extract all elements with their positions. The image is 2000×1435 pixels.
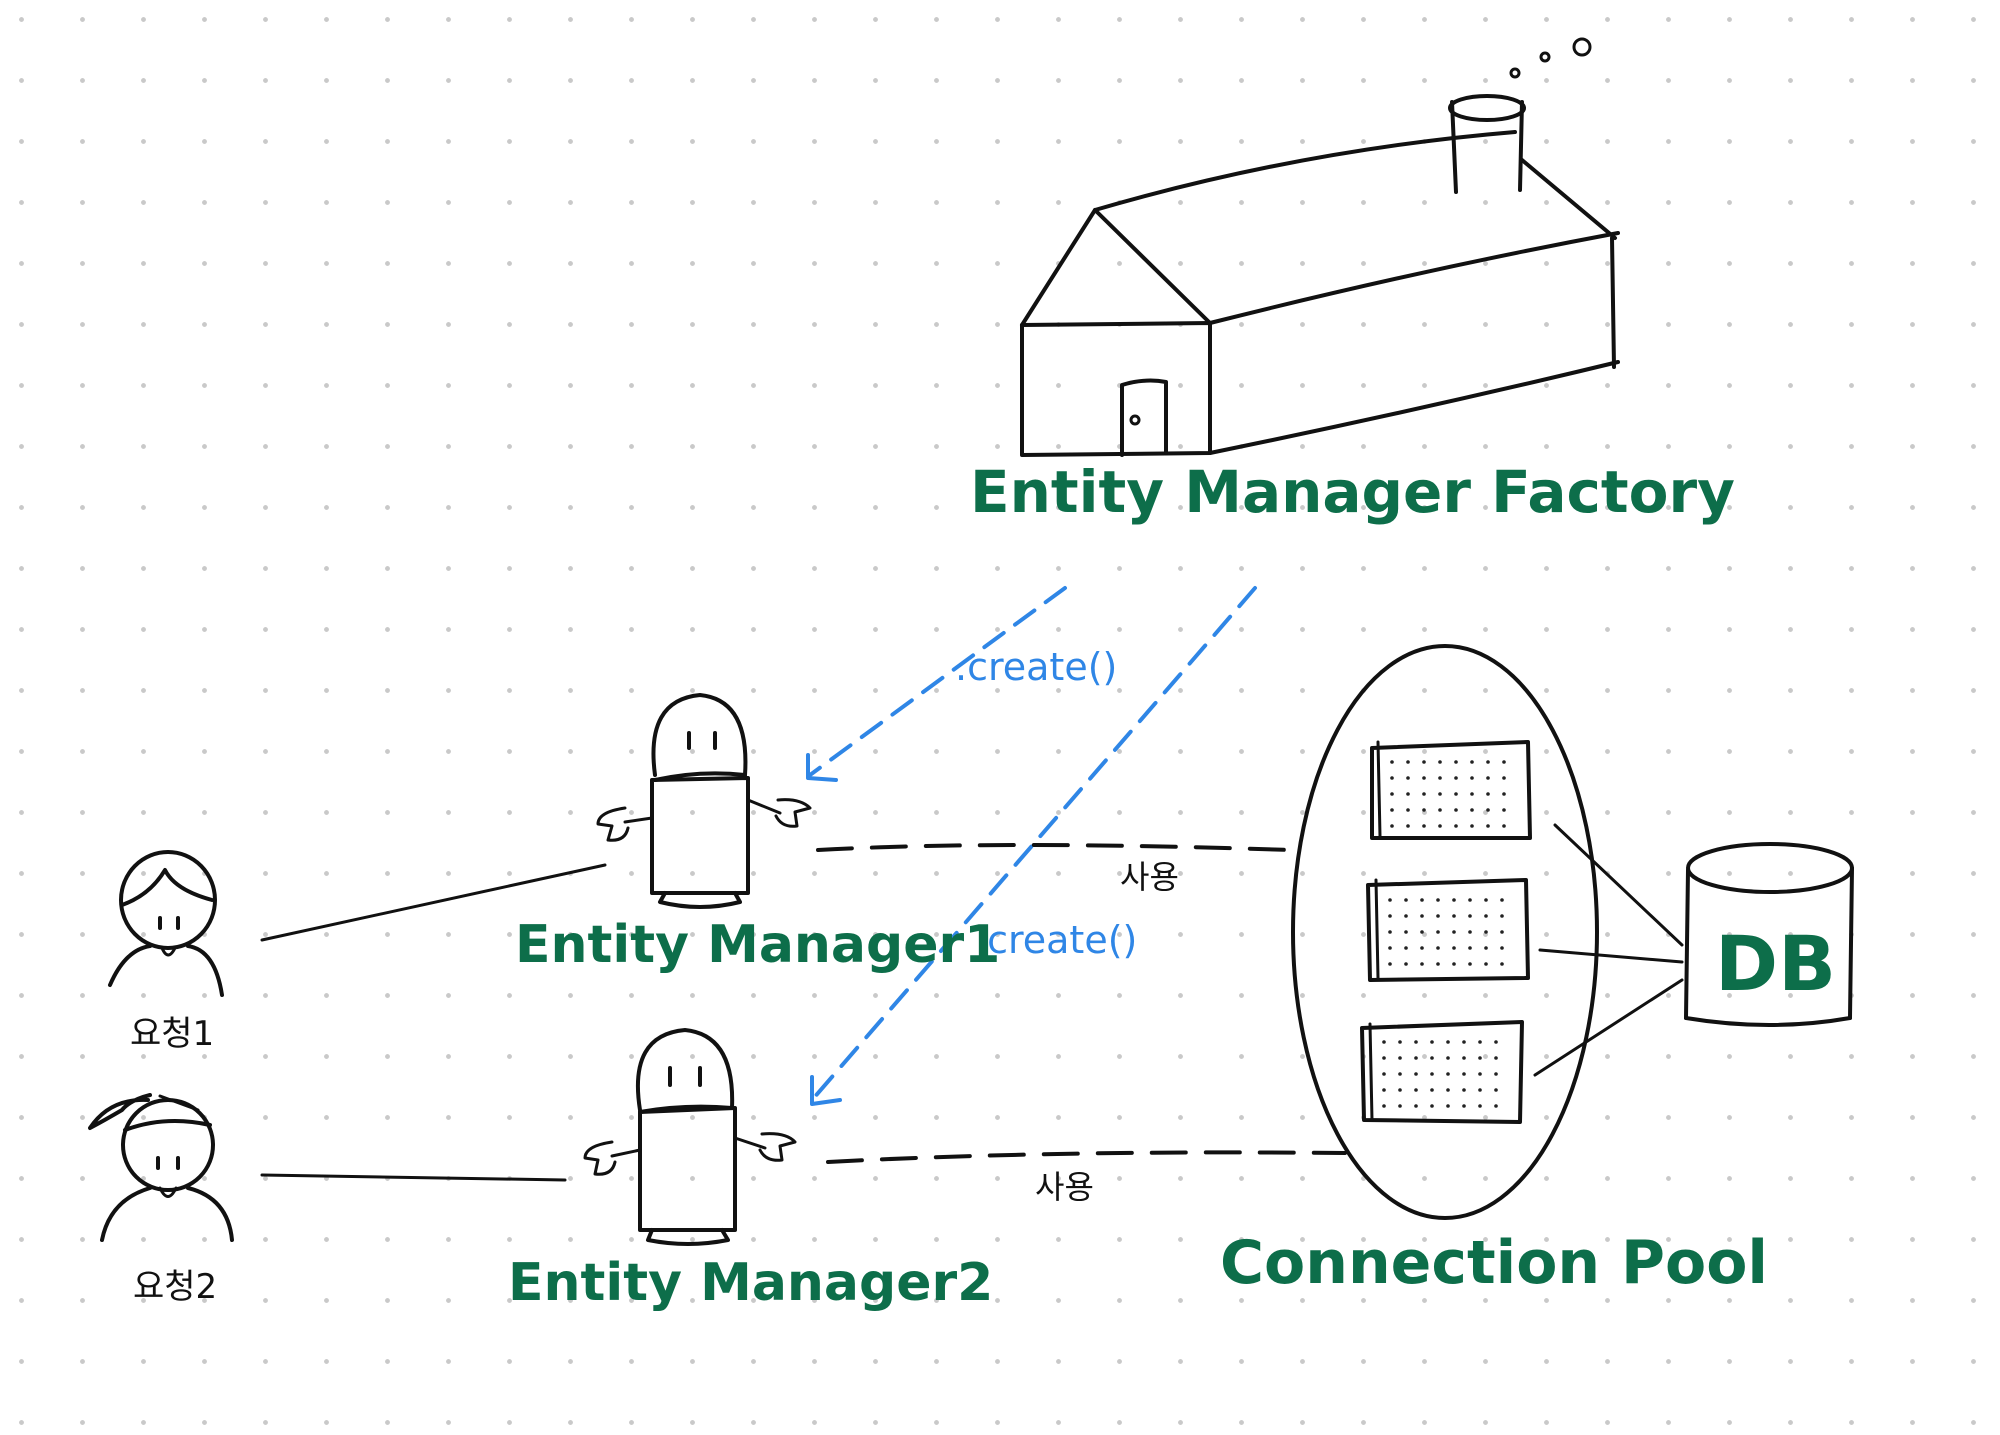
server1-frame <box>1370 740 1532 840</box>
person-2 <box>88 1093 234 1242</box>
person1-shoulder-right <box>186 944 224 997</box>
link-server2-db <box>1538 948 1684 964</box>
db-label: DB <box>1715 919 1836 1008</box>
robot1-arm-right <box>746 798 782 815</box>
house-eave <box>1208 231 1620 325</box>
create-arrow-1-head <box>806 753 838 782</box>
server2-dots <box>1388 898 1504 966</box>
link-request1-manager1 <box>260 863 607 942</box>
request2-label: 요청2 <box>133 1267 217 1307</box>
smoke-puff-2 <box>1539 51 1551 63</box>
db-top <box>1686 842 1854 894</box>
manager2-label: Entity Manager2 <box>508 1253 993 1313</box>
server3-frame <box>1360 1020 1524 1124</box>
person2-mouth <box>158 1186 178 1198</box>
person2-ponytail <box>88 1093 152 1130</box>
pool-label: Connection Pool <box>1220 1228 1768 1298</box>
robot2-arm-right <box>733 1136 767 1150</box>
house-right-wall <box>1610 236 1616 369</box>
factory-house <box>1020 37 1620 457</box>
person1-mouth <box>160 946 177 957</box>
database-cylinder <box>1684 842 1854 1027</box>
house-door <box>1120 378 1168 457</box>
use-link-2 <box>826 1150 1347 1164</box>
use-label-1: 사용 <box>1120 858 1179 896</box>
robot1-head <box>651 693 748 777</box>
smoke-puff-3 <box>1572 37 1592 57</box>
robot1-feet <box>658 891 742 909</box>
robot-2 <box>583 1028 797 1246</box>
server-1 <box>1370 740 1532 840</box>
manager1-label: Entity Manager1 <box>515 915 1000 975</box>
house-gable <box>1020 208 1212 327</box>
server1-dots <box>1390 760 1506 828</box>
robot-1 <box>596 693 812 909</box>
link-request2-manager2 <box>260 1173 567 1182</box>
person2-shoulder-left <box>100 1186 152 1242</box>
server3-dots <box>1382 1040 1498 1108</box>
chimney-right <box>1518 100 1524 192</box>
server-2 <box>1366 878 1530 982</box>
person2-hair-tie <box>158 1094 200 1112</box>
chimney-left <box>1450 100 1458 194</box>
server2-frame <box>1366 878 1530 982</box>
person1-head <box>119 850 217 950</box>
connection-pool-ellipse <box>1291 644 1599 1220</box>
robot1-body <box>650 776 750 895</box>
house-bottom-side <box>1208 360 1620 455</box>
person2-bangs <box>123 1119 212 1132</box>
create-label-2: .create() <box>975 918 1137 962</box>
factory-label: Entity Manager Factory <box>970 458 1735 526</box>
robot2-feet <box>646 1228 730 1246</box>
house-door-knob <box>1129 414 1141 426</box>
db-left-side <box>1684 868 1690 1020</box>
robot2-wrench-left <box>583 1140 617 1176</box>
server1-inner-edge <box>1376 740 1382 838</box>
create-arrow-1-line <box>808 586 1067 777</box>
robot2-body <box>638 1106 737 1232</box>
person1-hair <box>120 868 214 907</box>
robot1-wrench-right <box>774 798 812 828</box>
robot2-arm-left <box>610 1148 642 1158</box>
person2-shoulder-right <box>186 1186 234 1242</box>
smoke-puff-1 <box>1509 67 1521 79</box>
robot1-wrench-left <box>596 806 630 842</box>
db-bottom <box>1684 1016 1852 1027</box>
server2-inner-edge <box>1374 878 1380 980</box>
robot2-head <box>635 1028 735 1112</box>
link-server1-db <box>1553 823 1684 947</box>
link-server3-db <box>1533 978 1684 1077</box>
create-label-1: .create() <box>955 645 1117 689</box>
person-1 <box>108 850 224 997</box>
server-3 <box>1360 1020 1524 1124</box>
use-link-1 <box>816 843 1292 852</box>
robot2-wrench-right <box>758 1132 797 1162</box>
db-right-side <box>1848 866 1854 1020</box>
house-roof-ridge <box>1093 130 1517 212</box>
create-arrow-2-line <box>810 586 1257 1102</box>
chimney-top <box>1448 94 1526 122</box>
person1-shoulder-left <box>108 944 152 987</box>
house-front-wall <box>1020 321 1212 457</box>
person2-head <box>121 1098 215 1192</box>
house-roof-right <box>1520 158 1617 240</box>
create-arrow-2-head <box>810 1075 842 1106</box>
server3-inner-edge <box>1368 1022 1374 1122</box>
request1-label: 요청1 <box>130 1014 214 1054</box>
robot1-arm-left <box>623 816 654 824</box>
use-label-2: 사용 <box>1035 1168 1094 1206</box>
